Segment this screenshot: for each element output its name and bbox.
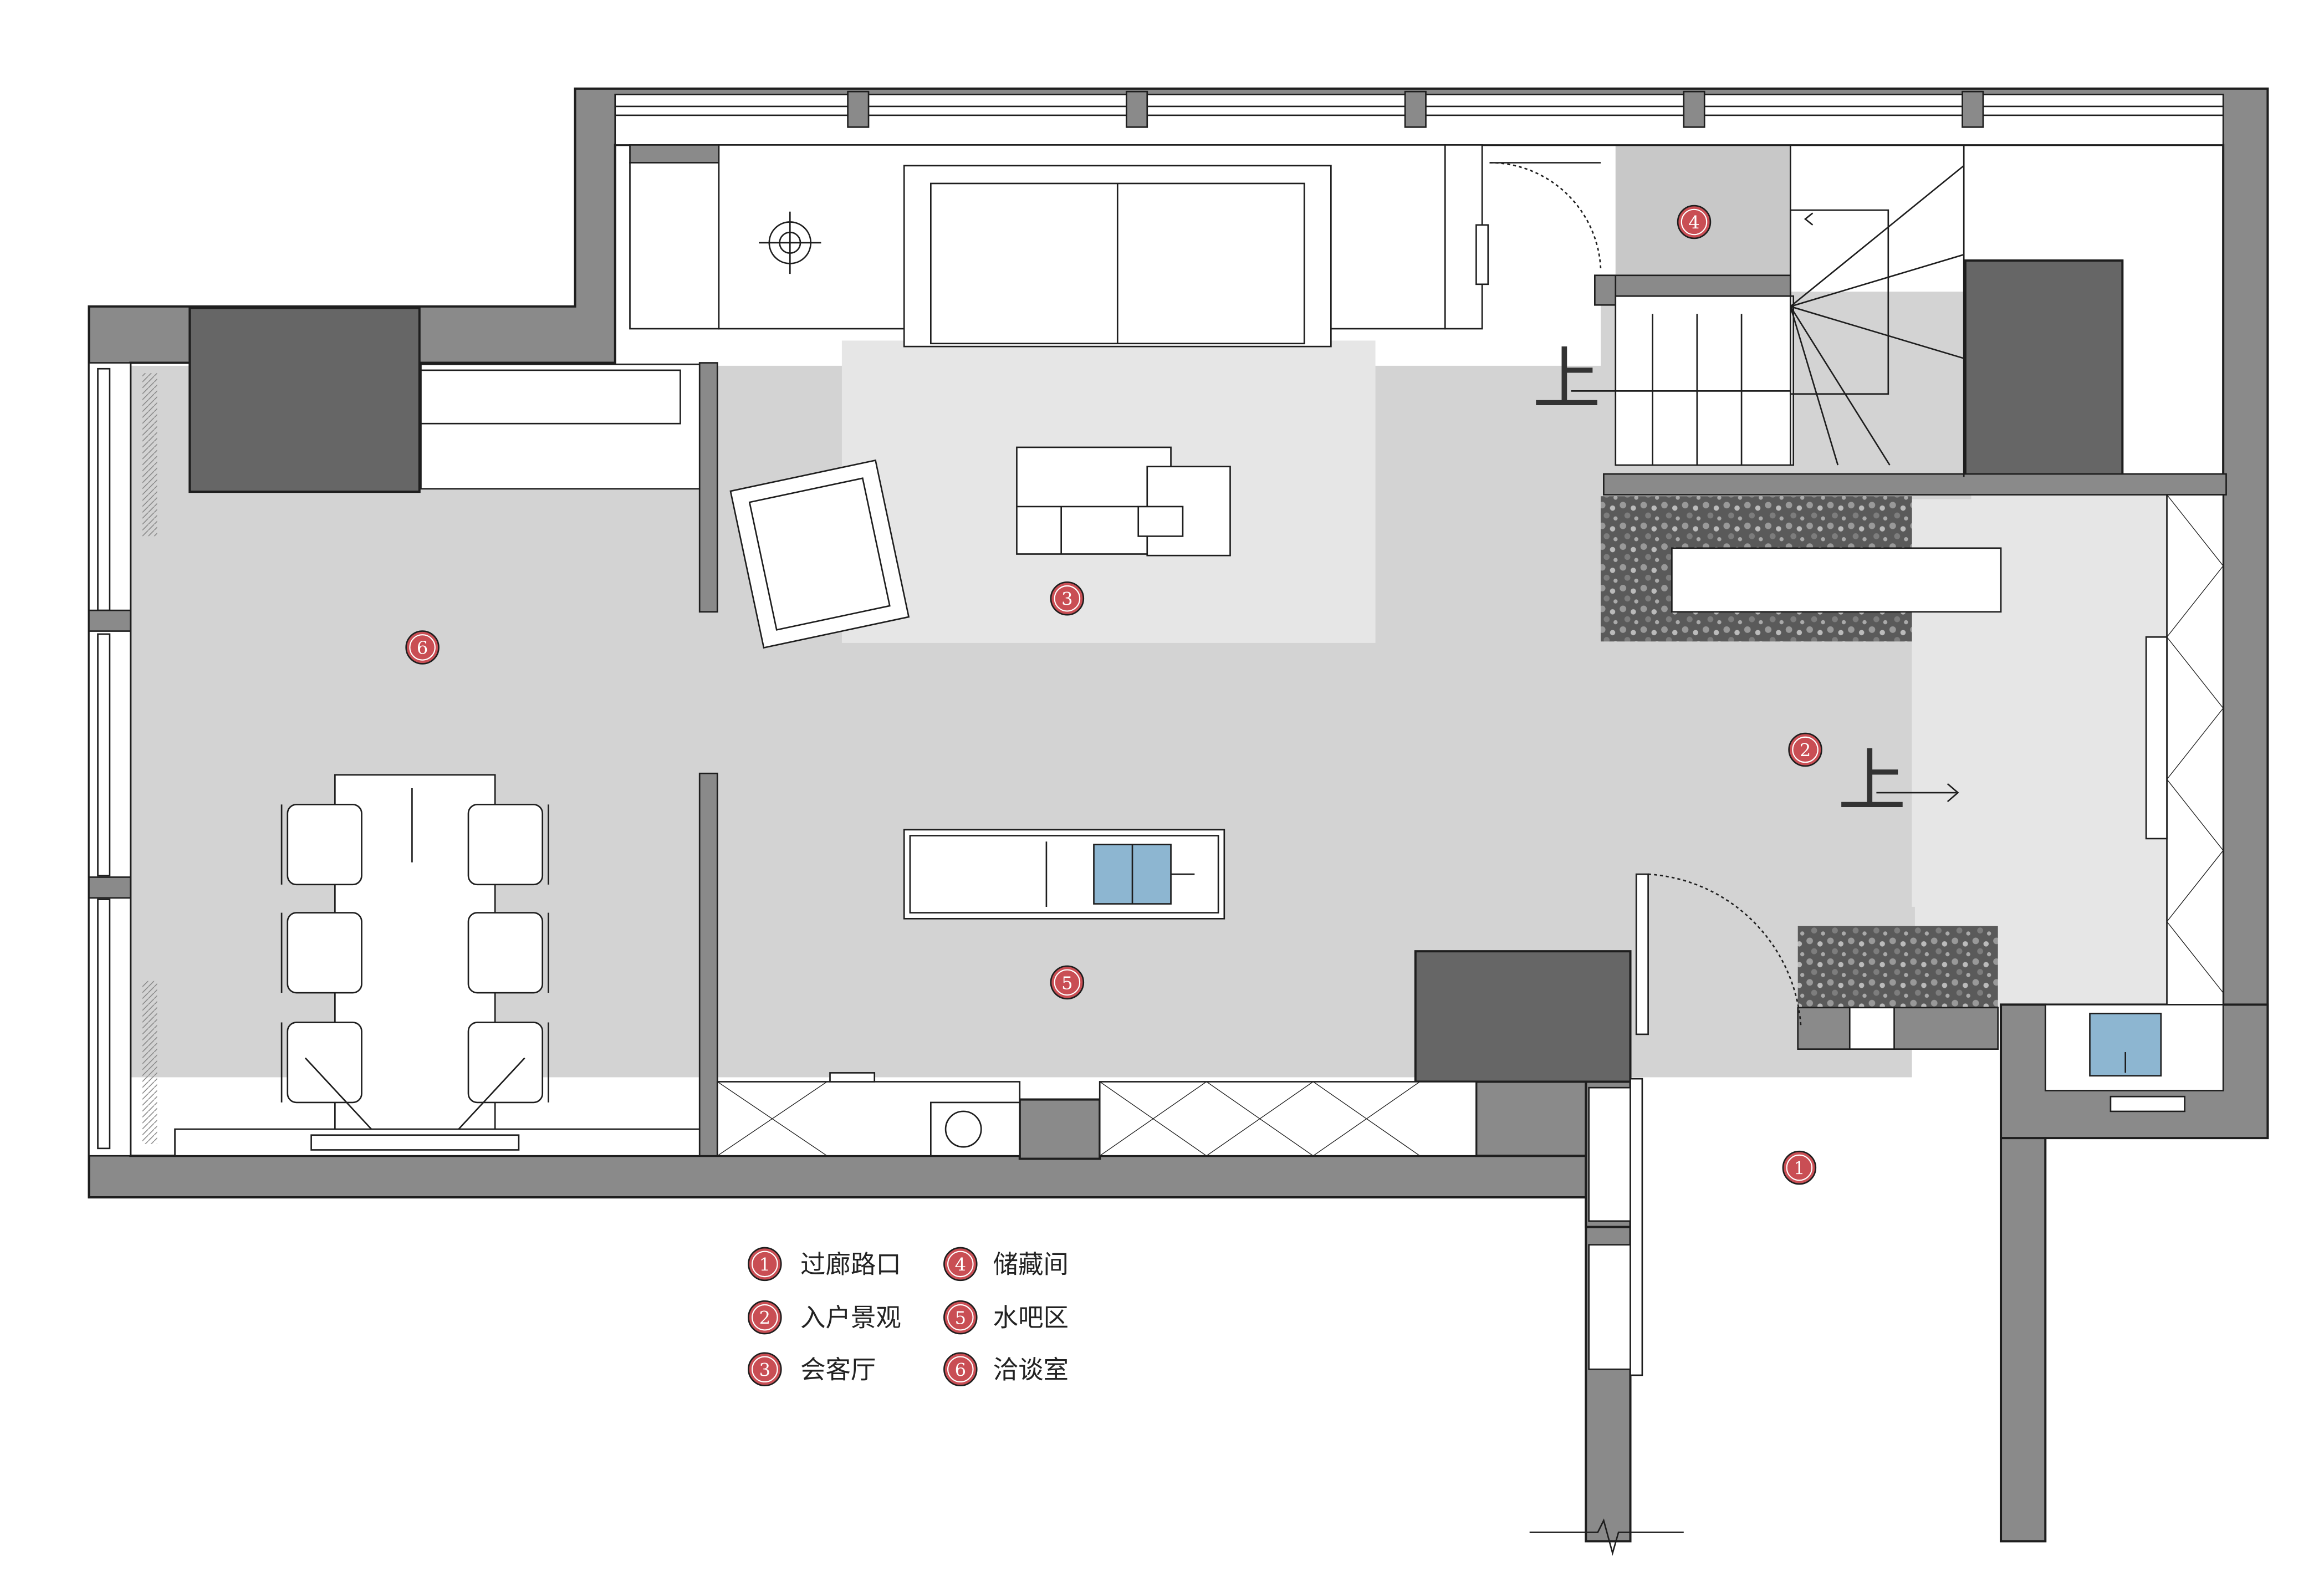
storage-door — [1475, 162, 1602, 285]
legend: 1 过廊路口 2 入户景观 3 会客厅 4 储藏间 5 水吧区 6 洽谈室 — [748, 1247, 1069, 1387]
room-marker-4: 4 — [1677, 205, 1712, 239]
water-bar-island — [903, 829, 1225, 920]
sofa — [903, 165, 1332, 348]
gravel-bed-bottom — [1797, 926, 1998, 1008]
room-marker-2-number: 2 — [1800, 740, 1811, 761]
room-marker-1: 1 — [1782, 1150, 1817, 1185]
legend-label-2: 入户景观 — [800, 1303, 901, 1333]
stair-up-label-top: 上 — [1533, 340, 1601, 420]
bench — [420, 363, 701, 490]
tv-console — [174, 1128, 701, 1157]
legend-label-5: 水吧区 — [993, 1303, 1069, 1333]
legend-badge-4: 4 — [943, 1247, 978, 1282]
stair-up-label-right: 上 — [1838, 742, 1906, 821]
bottom-counter — [716, 1072, 1477, 1157]
armchair — [729, 459, 910, 649]
legend-badge-6: 6 — [943, 1352, 978, 1387]
top-window — [614, 90, 2224, 146]
legend-badge-4-number: 4 — [955, 1254, 966, 1275]
room-marker-3-number: 3 — [1061, 589, 1072, 610]
legend-label-1: 过廊路口 — [800, 1249, 901, 1279]
interior-partitions — [629, 144, 2227, 1157]
shoe-cabinet — [1797, 1007, 1999, 1050]
display-bench — [1671, 547, 2002, 613]
legend-badge-5: 5 — [943, 1300, 978, 1335]
legend-label-3: 会客厅 — [800, 1355, 876, 1384]
entrance-cabinet — [2145, 494, 2224, 1006]
room-marker-3: 3 — [1050, 581, 1085, 616]
room-marker-5: 5 — [1050, 965, 1085, 1000]
left-window — [88, 362, 157, 1157]
room-marker-1-number: 1 — [1794, 1158, 1805, 1179]
legend-badge-3: 3 — [748, 1352, 782, 1387]
columns — [188, 259, 2124, 1083]
break-lines — [1529, 1518, 1684, 1556]
stair — [1571, 145, 1965, 477]
legend-label-4: 储藏间 — [993, 1249, 1069, 1279]
entry-door — [1635, 873, 1802, 1035]
legend-badge-2: 2 — [748, 1300, 782, 1335]
coffee-table — [1016, 446, 1231, 557]
corridor-walls — [1588, 1078, 1643, 1376]
hand-sink — [2044, 1004, 2224, 1112]
room-marker-4-number: 4 — [1688, 212, 1699, 233]
room-marker-2: 2 — [1788, 732, 1822, 767]
room-marker-6: 6 — [405, 630, 440, 665]
dining-chairs — [280, 804, 549, 1142]
legend-badge-5-number: 5 — [955, 1308, 966, 1329]
room-markers: 1 2 3 4 5 6 — [405, 205, 1822, 1185]
arrow-right-icon — [1876, 783, 1959, 803]
room-marker-5-number: 5 — [1061, 972, 1072, 993]
legend-badge-3-number: 3 — [759, 1359, 770, 1380]
legend-badge-2-number: 2 — [759, 1308, 770, 1329]
legend-badge-6-number: 6 — [955, 1359, 966, 1380]
legend-badge-1: 1 — [748, 1247, 782, 1282]
legend-badge-1-number: 1 — [759, 1254, 770, 1275]
legend-label-6: 洽谈室 — [993, 1355, 1069, 1384]
room-marker-6-number: 6 — [417, 637, 428, 659]
